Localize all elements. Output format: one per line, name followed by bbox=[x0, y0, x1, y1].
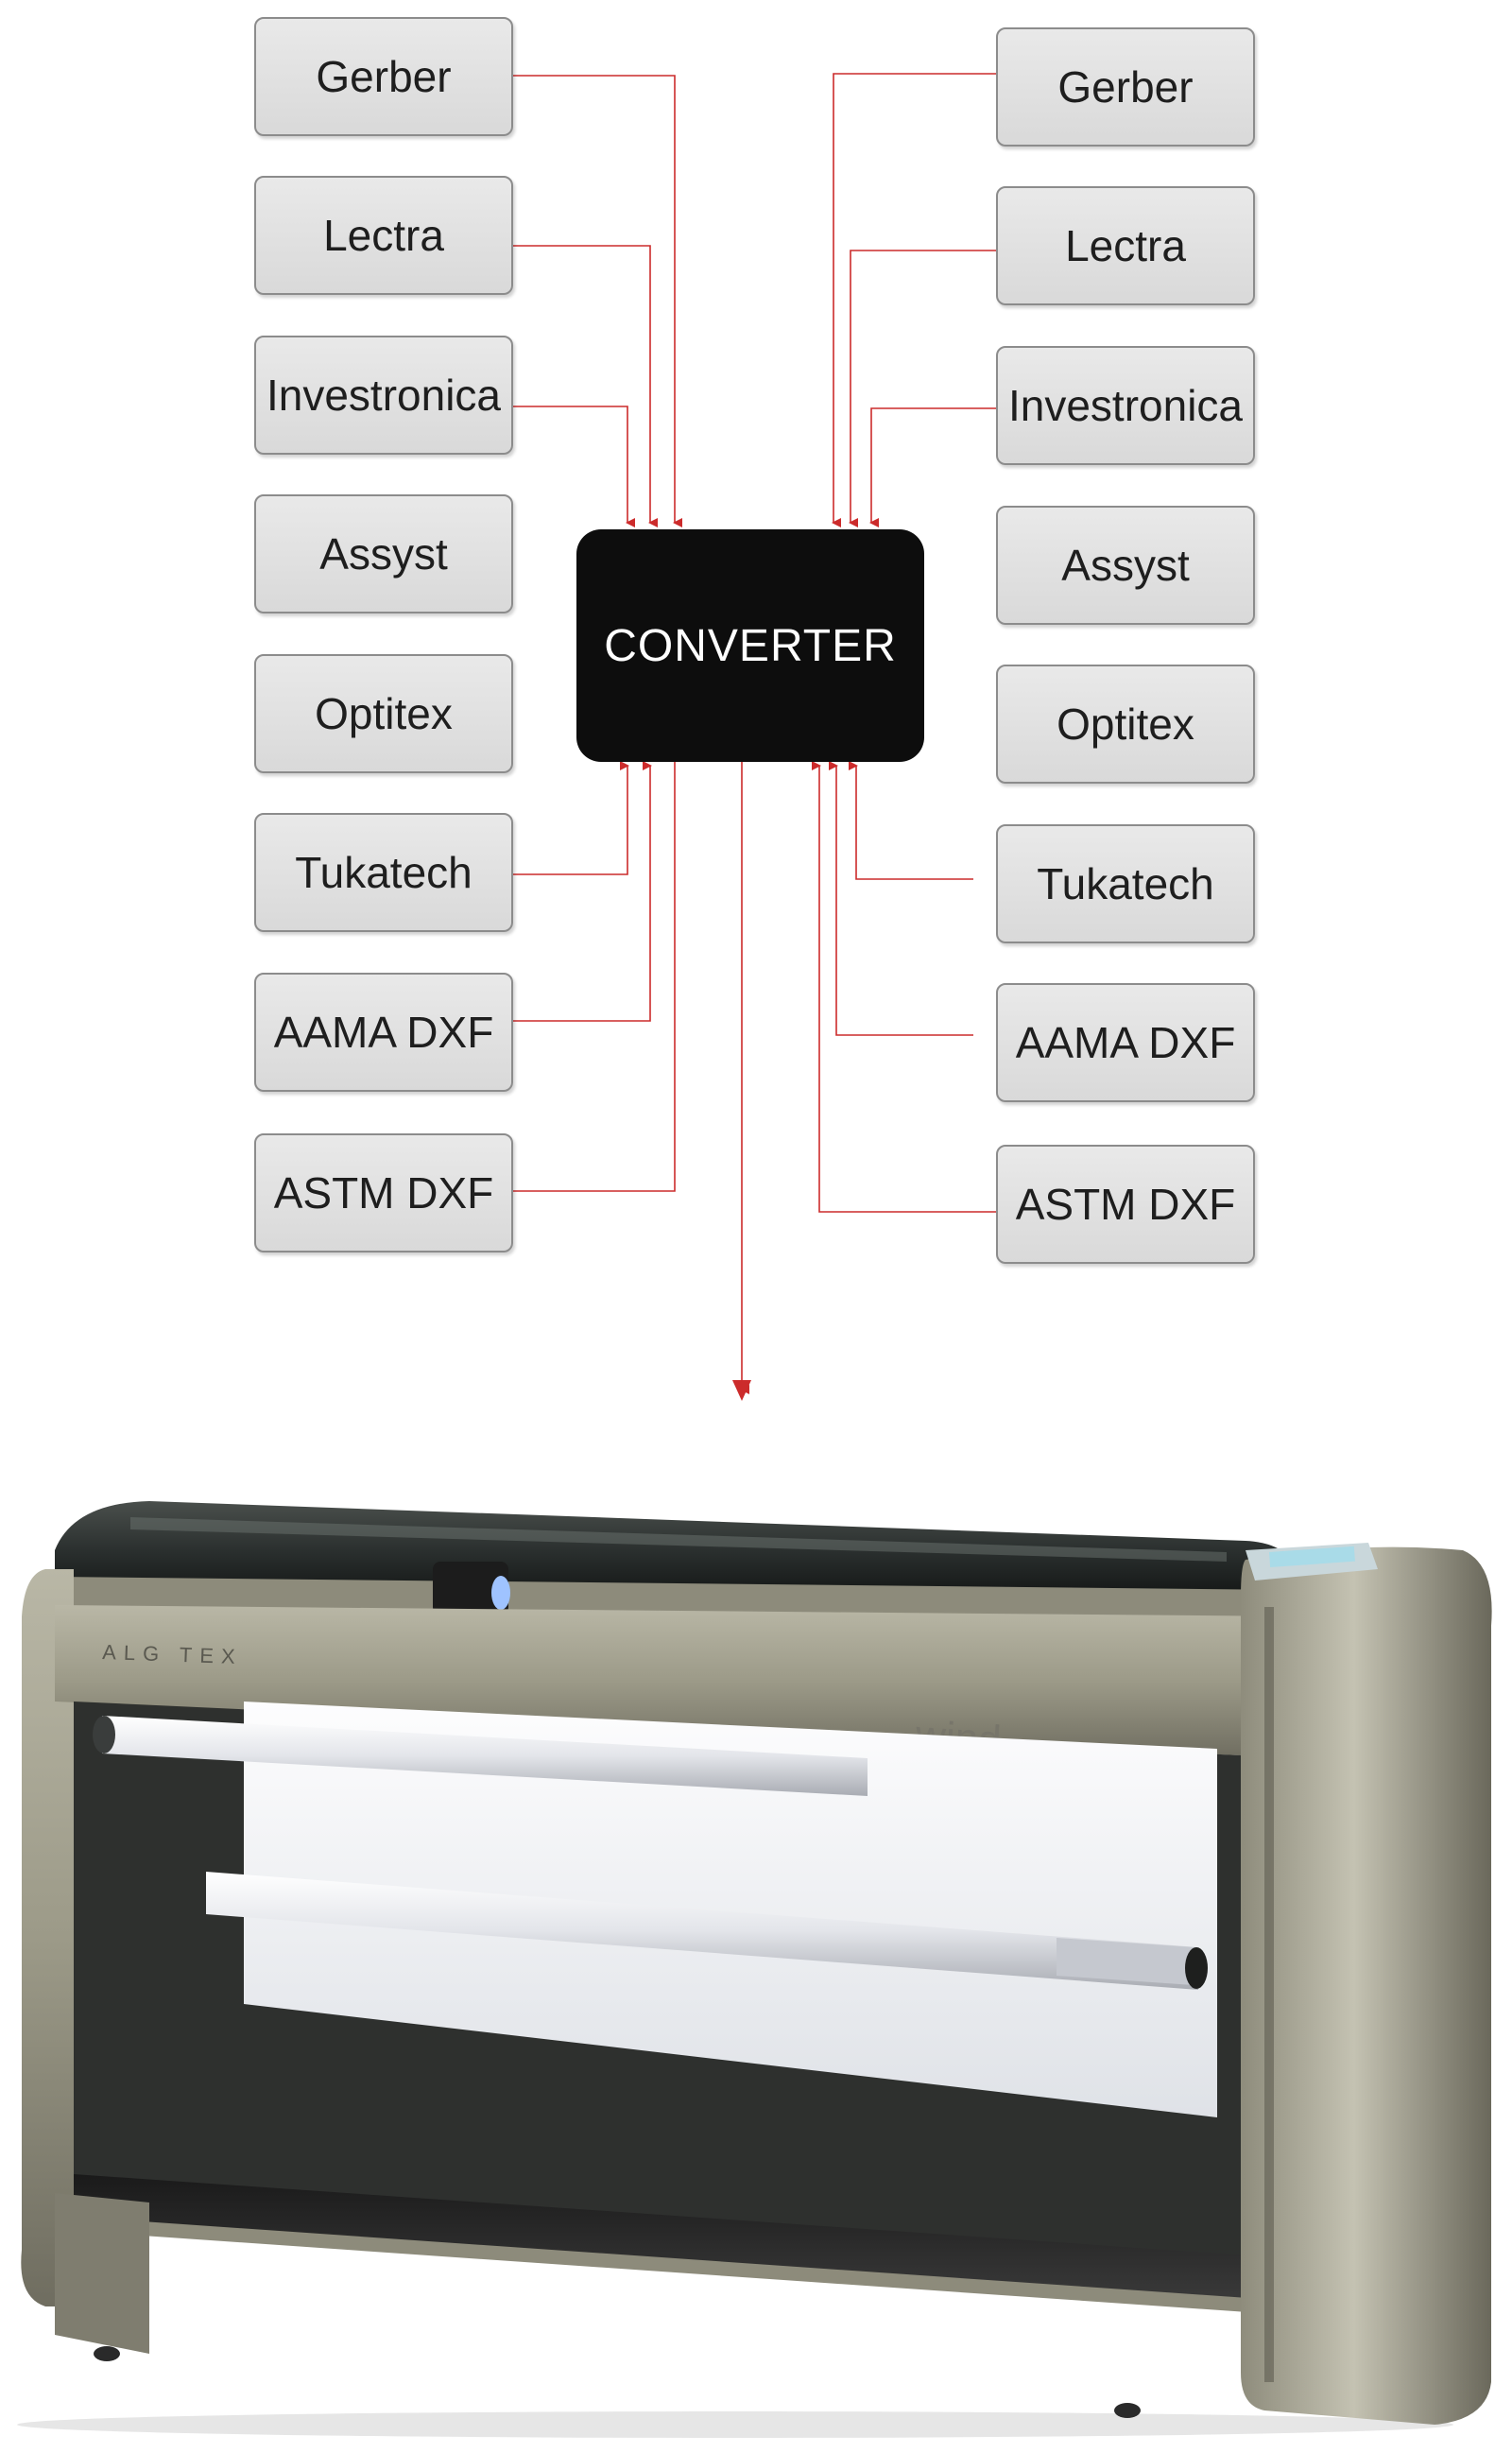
connector-left-aama-dxf bbox=[513, 761, 652, 1022]
brand-left-text: ALG TEX bbox=[102, 1640, 243, 1668]
converter-label: CONVERTER bbox=[604, 620, 897, 671]
source-box-right-tukatech: Tukatech bbox=[996, 824, 1255, 943]
plotter-machine-image: ALG TEX wind JET 180 bbox=[17, 1501, 1492, 2438]
converter-box: CONVERTER bbox=[576, 529, 924, 762]
source-label: Tukatech bbox=[295, 848, 472, 897]
connector-right-astm-dxf bbox=[812, 761, 996, 1213]
source-label: Gerber bbox=[316, 52, 452, 101]
source-label: Lectra bbox=[1065, 221, 1186, 270]
source-box-left-astm-dxf: ASTM DXF bbox=[254, 1133, 513, 1252]
cover-highlight bbox=[130, 1517, 1227, 1562]
paper-sheet bbox=[244, 1702, 1217, 2117]
right-end-cap bbox=[1241, 1546, 1492, 2425]
source-box-right-gerber: Gerber bbox=[996, 27, 1255, 147]
source-box-right-aama-dxf: AAMA DXF bbox=[996, 983, 1255, 1102]
source-label: Tukatech bbox=[1037, 859, 1214, 908]
source-box-left-aama-dxf: AAMA DXF bbox=[254, 973, 513, 1092]
source-label: Lectra bbox=[323, 211, 444, 260]
source-box-left-assyst: Assyst bbox=[254, 494, 513, 613]
source-box-left-lectra: Lectra bbox=[254, 176, 513, 295]
floor-shadow bbox=[17, 2411, 1453, 2438]
left-leg bbox=[55, 2193, 149, 2354]
connector-right-lectra bbox=[849, 250, 996, 527]
source-label: ASTM DXF bbox=[273, 1168, 494, 1218]
upper-roll-end bbox=[93, 1716, 115, 1753]
lower-roll-shaft bbox=[1057, 1938, 1194, 1985]
connector-left-lectra bbox=[513, 245, 658, 527]
source-box-right-optitex: Optitex bbox=[996, 665, 1255, 784]
lower-paper-roll bbox=[206, 1872, 1198, 1990]
source-box-right-investronica: Investronica bbox=[996, 346, 1255, 465]
foot-right bbox=[1114, 2403, 1141, 2418]
foot-left bbox=[94, 2346, 120, 2361]
source-box-right-lectra: Lectra bbox=[996, 186, 1255, 305]
source-label: Optitex bbox=[1057, 700, 1194, 749]
lower-roll-end bbox=[1185, 1947, 1208, 1989]
carriage-light bbox=[491, 1576, 510, 1610]
source-label: AAMA DXF bbox=[273, 1008, 494, 1057]
top-cover bbox=[55, 1501, 1293, 1593]
source-label: ASTM DXF bbox=[1015, 1180, 1236, 1229]
source-label: Assyst bbox=[319, 529, 448, 579]
connector-right-investronica bbox=[869, 407, 996, 527]
front-panel bbox=[55, 1605, 1302, 1758]
upper-paper-roll bbox=[102, 1716, 868, 1796]
connector-diagram bbox=[513, 73, 996, 1401]
source-label: Assyst bbox=[1061, 541, 1190, 590]
shelf-edge bbox=[74, 2217, 1302, 2316]
connector-right-gerber bbox=[832, 73, 996, 527]
connector-left-astm-dxf bbox=[513, 751, 677, 1192]
source-box-left-gerber: Gerber bbox=[254, 17, 513, 136]
end-cap-inner bbox=[1264, 1607, 1274, 2382]
source-label: Optitex bbox=[315, 689, 453, 738]
source-label: AAMA DXF bbox=[1015, 1018, 1236, 1067]
connector-left-gerber bbox=[513, 75, 682, 527]
print-carriage bbox=[433, 1562, 508, 1615]
source-box-right-astm-dxf: ASTM DXF bbox=[996, 1145, 1255, 1264]
source-label: Investronica bbox=[1007, 381, 1243, 430]
source-label: Gerber bbox=[1057, 62, 1194, 112]
connector-left-investronica bbox=[513, 406, 635, 527]
source-box-right-assyst: Assyst bbox=[996, 506, 1255, 625]
connector-right-tukatech bbox=[849, 761, 973, 880]
left-frame bbox=[21, 1569, 74, 2306]
control-panel-display bbox=[1268, 1546, 1355, 1567]
source-box-left-tukatech: Tukatech bbox=[254, 813, 513, 932]
connector-lines bbox=[513, 73, 996, 1401]
output-arrowhead bbox=[732, 1380, 751, 1401]
source-label: Investronica bbox=[266, 371, 501, 420]
connector-left-tukatech bbox=[513, 761, 629, 875]
bottom-shelf bbox=[74, 2174, 1302, 2306]
source-box-left-optitex: Optitex bbox=[254, 654, 513, 773]
connector-right-aama-dxf bbox=[829, 761, 973, 1036]
source-box-left-investronica: Investronica bbox=[254, 336, 513, 455]
